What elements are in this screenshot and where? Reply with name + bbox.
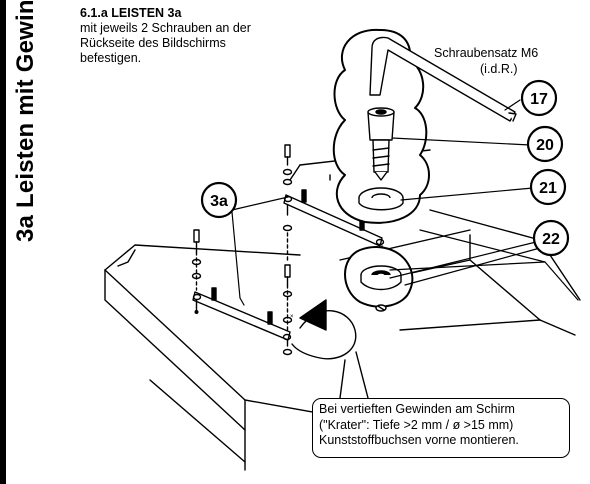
callout-22: 22: [532, 219, 570, 257]
leader-lines: [231, 99, 579, 306]
note-line: Bei vertieften Gewinden am Schirm: [319, 402, 515, 416]
screw-20: [367, 107, 395, 181]
parts-label: Schraubensatz M6: [434, 46, 539, 60]
step-heading: 6.1.a LEISTEN 3a: [80, 6, 182, 20]
callout-21: 21: [529, 168, 567, 206]
guide-lines: [195, 251, 289, 331]
callout-17-label: 17: [530, 91, 548, 108]
callout-17: 17: [520, 79, 558, 117]
step-text-line: mit jeweils 2 Schrauben an der: [80, 21, 251, 35]
callout-21-label: 21: [539, 180, 557, 197]
step-text-line: befestigen.: [80, 51, 142, 65]
callout-22-label: 22: [542, 231, 560, 248]
step-text: mit jeweils 2 Schrauben an der Rückseite…: [80, 21, 280, 66]
callout-3a-label: 3a: [210, 193, 228, 210]
svg-text:×: ×: [290, 314, 294, 320]
note-box: Bei vertieften Gewinden am Schirm ("Krat…: [312, 398, 570, 458]
bushing-22: [360, 265, 402, 312]
side-band: [0, 0, 24, 484]
note-line: ("Krater": Tiefe >2 mm / ø >15 mm): [319, 417, 514, 432]
detail-connector: [291, 310, 369, 399]
callout-20: 20: [526, 125, 564, 163]
left-rail: [191, 229, 293, 356]
parts-sublabel: (i.d.R.): [480, 62, 518, 76]
washer-21: [358, 187, 404, 211]
callout-20-label: 20: [536, 137, 554, 154]
step-text-line: Rückseite des Bildschirms: [80, 36, 226, 50]
note-line: Kunststoffbuchsen vorne montieren.: [319, 433, 519, 447]
hex-key-17: [369, 36, 517, 122]
recess-arrow: ×: [290, 299, 327, 331]
callout-3a: 3a: [200, 181, 238, 219]
